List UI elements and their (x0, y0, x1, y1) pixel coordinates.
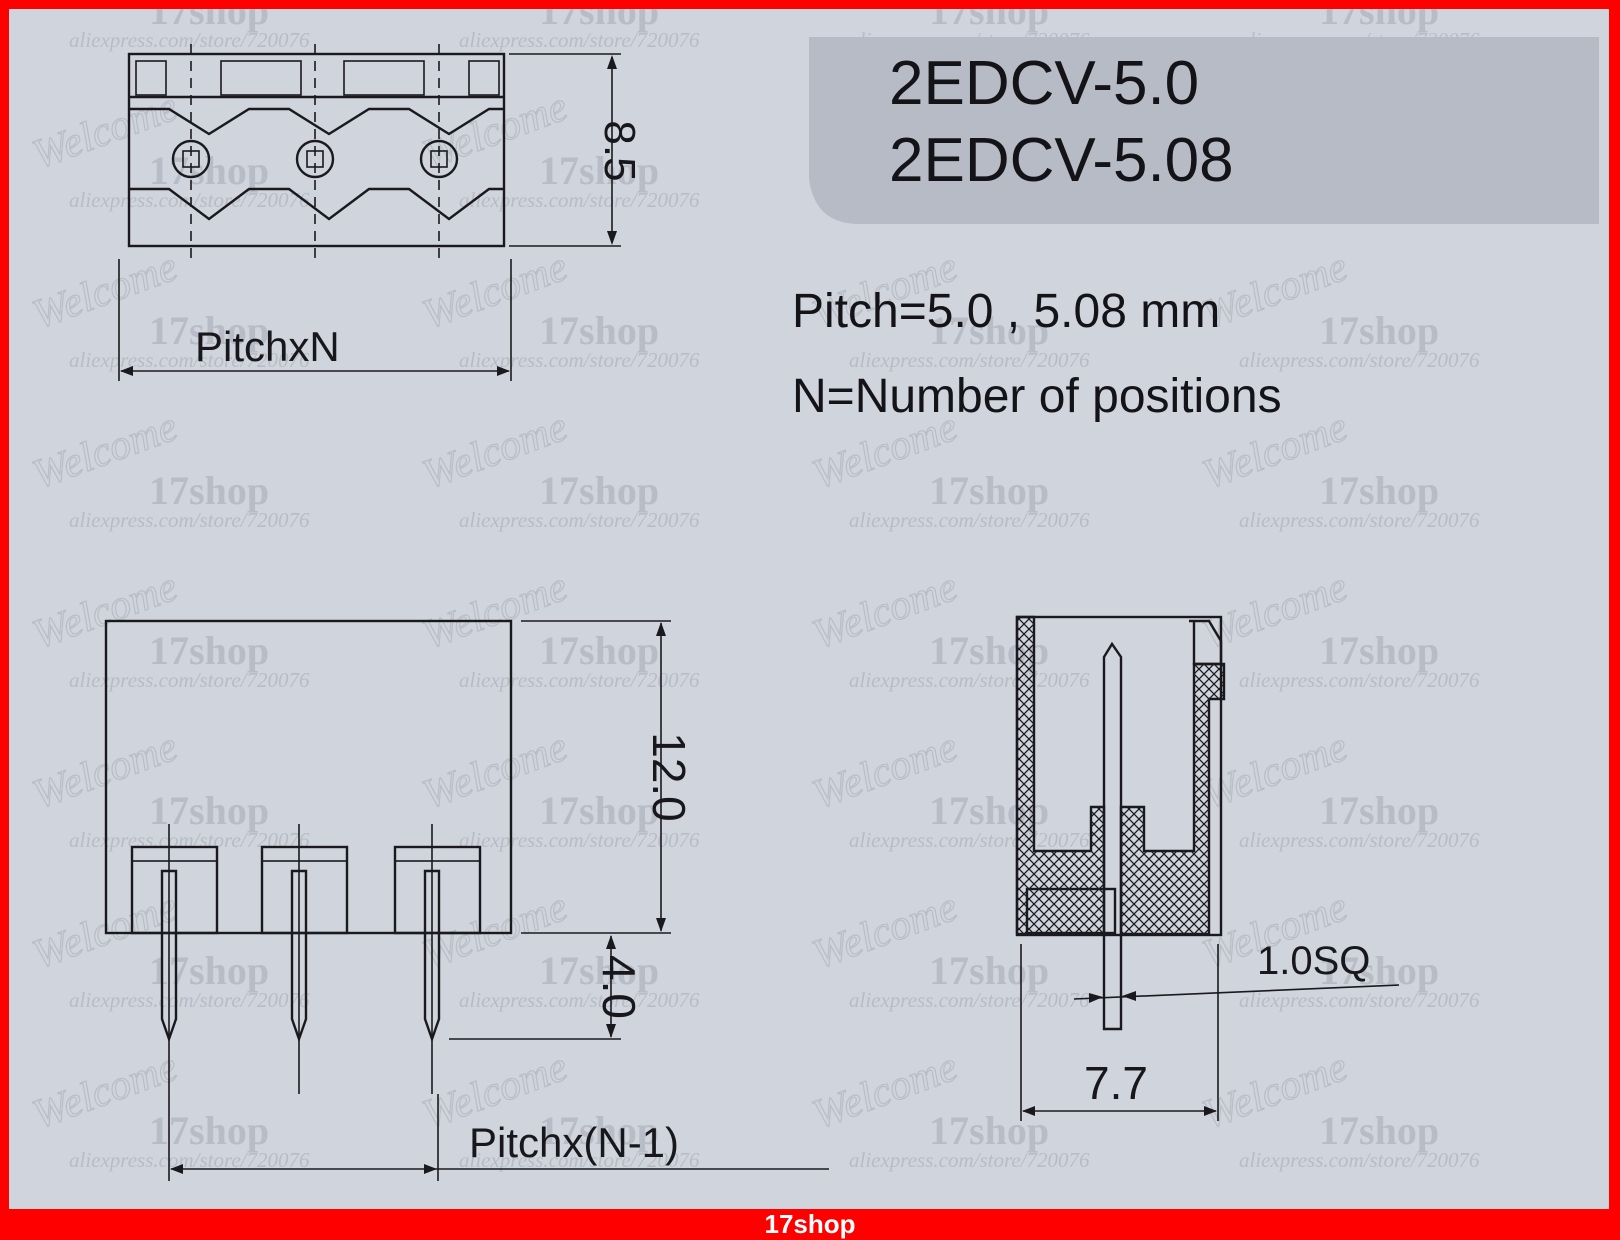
watermark-shop: 17shop (929, 1108, 1049, 1153)
watermark-shop: 17shop (539, 628, 659, 673)
watermark-shop: 17shop (929, 308, 1049, 353)
watermark-url: aliexpress.com/store/720076 (459, 508, 700, 532)
watermark-url: aliexpress.com/store/720076 (459, 988, 700, 1012)
watermark-shop: 17shop (149, 468, 269, 513)
side-section-view: 1.0SQ 7.7 (1015, 615, 1400, 1121)
watermark-url: aliexpress.com/store/720076 (69, 508, 310, 532)
watermark-url: aliexpress.com/store/720076 (1239, 668, 1480, 692)
watermark-url: aliexpress.com/store/720076 (459, 188, 700, 212)
watermark-shop: 17shop (539, 148, 659, 193)
watermark-url: aliexpress.com/store/720076 (849, 988, 1090, 1012)
watermark-shop: 17shop (149, 1108, 269, 1153)
watermark-url: aliexpress.com/store/720076 (69, 188, 310, 212)
model-label-box: 2EDCV-5.0 2EDCV-5.08 (809, 37, 1599, 224)
watermark-url: aliexpress.com/store/720076 (1239, 508, 1480, 532)
watermark-url: aliexpress.com/store/720076 (849, 348, 1090, 372)
watermark-shop: 17shop (539, 788, 659, 833)
watermark-shop: 17shop (929, 948, 1049, 993)
watermark-shop: 17shop (539, 9, 659, 33)
watermark-url: aliexpress.com/store/720076 (1239, 988, 1480, 1012)
watermark-shop: 17shop (929, 468, 1049, 513)
watermark-url: aliexpress.com/store/720076 (849, 1148, 1090, 1172)
watermark-shop: 17shop (1319, 628, 1439, 673)
watermark-shop: 17shop (1319, 9, 1439, 33)
model-name-1: 2EDCV-5.0 (889, 49, 1199, 118)
watermark-url: aliexpress.com/store/720076 (69, 28, 310, 52)
watermark-shop: 17shop (1319, 1108, 1439, 1153)
watermark-url: aliexpress.com/store/720076 (69, 988, 310, 1012)
watermark-shop: 17shop (539, 948, 659, 993)
watermark-url: aliexpress.com/store/720076 (1239, 828, 1480, 852)
watermark-url: aliexpress.com/store/720076 (1239, 1148, 1480, 1172)
watermark-url: aliexpress.com/store/720076 (849, 828, 1090, 852)
watermark-url: aliexpress.com/store/720076 (459, 28, 700, 52)
footer-shop-label: 17shop (764, 1209, 856, 1239)
dim-1-0-sq: 1.0SQ (1257, 939, 1370, 983)
watermark-shop: 17shop (149, 9, 269, 33)
watermark-shop: 17shop (1319, 788, 1439, 833)
dim-pitch-x-n: PitchxN (195, 323, 340, 370)
top-view: 8.5 PitchxN (118, 44, 644, 381)
dim-7-7: 7.7 (1084, 1057, 1148, 1109)
watermark-url: aliexpress.com/store/720076 (69, 668, 310, 692)
watermark-shop: 17shop (539, 468, 659, 513)
watermark-shop: 17shop (1319, 308, 1439, 353)
positions-note: N=Number of positions (792, 370, 1282, 423)
watermark-shop: 17shop (149, 308, 269, 353)
front-view: 12.0 4.0 Pitchx(N-1) (104, 619, 829, 1181)
watermark-url: aliexpress.com/store/720076 (69, 348, 310, 372)
watermark-shop: 17shop (149, 788, 269, 833)
dim-8-5: 8.5 (595, 120, 644, 181)
watermark-url: aliexpress.com/store/720076 (69, 1148, 310, 1172)
watermark-shop: 17shop (539, 308, 659, 353)
pitch-note: Pitch=5.0 , 5.08 mm (792, 285, 1220, 338)
watermark-shop: 17shop (149, 628, 269, 673)
model-name-2: 2EDCV-5.08 (889, 126, 1234, 195)
dim-pitch-x-n-minus-1: Pitchx(N-1) (469, 1119, 679, 1166)
watermark-url: aliexpress.com/store/720076 (849, 508, 1090, 532)
dim-4-0: 4.0 (593, 955, 645, 1019)
watermark-shop: 17shop (539, 1108, 659, 1153)
watermark-url: aliexpress.com/store/720076 (459, 668, 700, 692)
watermark-shop: 17shop (1319, 468, 1439, 513)
watermark-url: aliexpress.com/store/720076 (1239, 348, 1480, 372)
technical-drawing: 17shopaliexpress.com/store/720076Welcome… (26, 9, 1599, 1181)
watermark-url: aliexpress.com/store/720076 (459, 828, 700, 852)
watermark-url: aliexpress.com/store/720076 (459, 1148, 700, 1172)
watermark-shop: 17shop (149, 948, 269, 993)
watermark-url: aliexpress.com/store/720076 (459, 348, 700, 372)
watermark-url: aliexpress.com/store/720076 (849, 668, 1090, 692)
dim-12-0: 12.0 (643, 732, 695, 822)
drawing-photo: 17shopaliexpress.com/store/720076Welcome… (9, 9, 1609, 1209)
watermark-shop: 17shop (929, 9, 1049, 33)
